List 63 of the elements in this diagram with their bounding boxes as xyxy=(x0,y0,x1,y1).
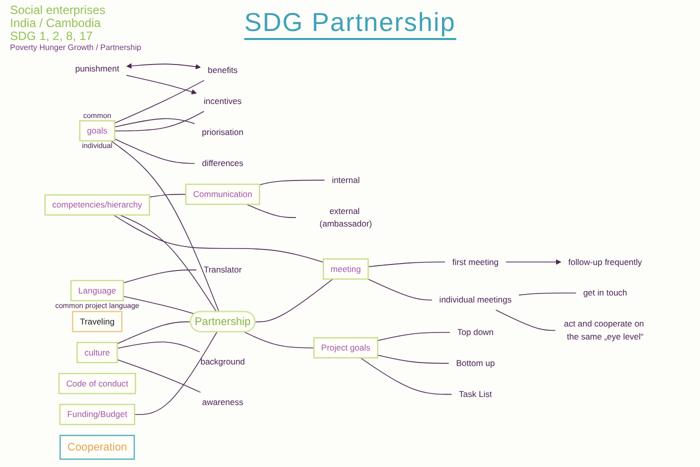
note-text: act and cooperate on the same „eye level“ xyxy=(564,318,644,342)
note-text: priorisation xyxy=(202,127,244,137)
connector-line xyxy=(114,118,195,128)
note-text: Bottom up xyxy=(456,358,495,368)
connector-line xyxy=(114,80,204,124)
connector-line xyxy=(149,194,186,198)
topic-box: Project goals xyxy=(313,337,378,358)
note-text: Poverty Hunger Growth / Partnership xyxy=(10,43,142,53)
connector-line xyxy=(495,310,556,331)
note-text: Task List xyxy=(458,389,492,399)
connector-line xyxy=(244,332,314,348)
note-text: Top down xyxy=(457,327,494,337)
note-text: incentives xyxy=(204,96,242,106)
connector-line xyxy=(246,204,296,218)
note-text: benefits xyxy=(208,65,238,75)
connector-line xyxy=(110,140,220,312)
note-text: Translator xyxy=(204,264,242,274)
arrow xyxy=(126,74,197,94)
topic-box: meeting xyxy=(322,258,369,280)
connector-line xyxy=(116,321,192,344)
connector-line xyxy=(116,342,200,352)
topic-box: Cooperation xyxy=(60,434,135,460)
topic-box: competencies/hierarchy xyxy=(44,194,150,216)
note-text: Social enterprises xyxy=(10,4,106,17)
connector-line xyxy=(134,332,218,415)
topic-box: Traveling xyxy=(72,310,122,332)
note-text: differences xyxy=(202,158,244,168)
connector-line xyxy=(116,359,201,393)
note-text: external (ambassador) xyxy=(320,206,372,228)
connector-line xyxy=(360,357,452,395)
topic-box: Language xyxy=(70,280,124,302)
note-text: individual meetings xyxy=(439,294,512,305)
note-text: first meeting xyxy=(452,256,499,267)
note-text: punishment xyxy=(75,64,120,74)
note-text: SDG 1, 2, 8, 17 xyxy=(10,30,93,43)
note-text: background xyxy=(200,356,245,366)
arrow xyxy=(506,259,562,265)
connector-line xyxy=(254,278,334,322)
note-text: India / Cambodia xyxy=(10,17,101,30)
topic-box: Communication xyxy=(185,184,260,205)
connector-line xyxy=(259,180,325,186)
connector-line xyxy=(119,214,217,312)
connector-line xyxy=(368,262,446,268)
connector-line xyxy=(377,354,450,364)
connector-line xyxy=(377,332,450,341)
connector-line xyxy=(123,270,197,284)
topic-box: Code of conduct xyxy=(58,372,136,394)
note-text: internal xyxy=(332,175,360,185)
note-text: awareness xyxy=(202,397,244,407)
connector-line xyxy=(518,292,576,296)
title: SDG Partnership xyxy=(244,6,456,40)
note-text: follow-up frequently xyxy=(568,256,642,267)
connector-line xyxy=(123,296,196,314)
central-oval: Partnership xyxy=(190,310,256,332)
topic-box: goals xyxy=(79,120,116,142)
connector-line xyxy=(113,214,324,263)
note-text: get in touch xyxy=(583,288,628,298)
topic-box: culture xyxy=(76,342,118,364)
connector-line xyxy=(114,138,196,164)
arrow xyxy=(126,63,201,70)
connector-line xyxy=(367,278,432,300)
topic-box: Funding/Budget xyxy=(59,404,136,426)
connector-line xyxy=(114,111,204,132)
